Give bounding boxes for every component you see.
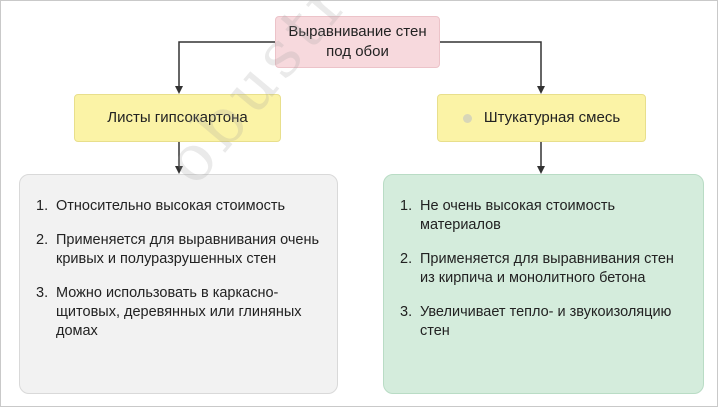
list-item: 2. Применяется для выравнивания очень кр… xyxy=(36,231,321,269)
list-item: 2. Применяется для выравнивания стен из … xyxy=(400,250,687,288)
list-item-text: Не очень высокая стоимость материалов xyxy=(420,198,616,233)
list-item-number: 1. xyxy=(400,198,413,214)
drywall-list: 1. Относительно высокая стоимость 2. При… xyxy=(36,197,321,341)
list-item-number: 2. xyxy=(36,232,49,248)
list-item: 3. Можно использовать в каркасно-щитовых… xyxy=(36,284,321,341)
branch-plaster-label: Штукатурная смесь xyxy=(483,109,621,126)
list-item: 1. Не очень высокая стоимость материалов xyxy=(400,197,687,235)
list-item-number: 3. xyxy=(36,285,49,301)
branch-plaster-node: Штукатурная смесь xyxy=(437,94,646,142)
branch-drywall-label: Листы гипсокартона xyxy=(107,109,248,126)
list-item-text: Применяется для выравнивания очень кривы… xyxy=(56,232,320,267)
drywall-details-panel: 1. Относительно высокая стоимость 2. При… xyxy=(19,174,338,394)
connector-root-right xyxy=(440,41,542,87)
list-item-number: 3. xyxy=(400,304,413,320)
list-item-text: Относительно высокая стоимость xyxy=(56,198,286,214)
connector-root-left xyxy=(178,41,275,87)
arrowhead-left-head xyxy=(175,86,183,94)
list-item: 1. Относительно высокая стоимость xyxy=(36,197,321,216)
plaster-details-panel: 1. Не очень высокая стоимость материалов… xyxy=(383,174,704,394)
arrowhead-right-panel xyxy=(537,166,545,174)
root-label: Выравнивание стен под обои xyxy=(288,23,427,60)
list-item: 3. Увеличивает тепло- и звукоизоляцию ст… xyxy=(400,303,687,341)
arrowhead-left-panel xyxy=(175,166,183,174)
plaster-list: 1. Не очень высокая стоимость материалов… xyxy=(400,197,687,341)
arrowhead-right-head xyxy=(537,86,545,94)
list-item-text: Применяется для выравнивания стен из кир… xyxy=(420,251,674,286)
root-node: Выравнивание стен под обои xyxy=(275,16,440,68)
dot-icon xyxy=(462,113,472,123)
branch-drywall-node: Листы гипсокартона xyxy=(74,94,281,142)
list-item-text: Можно использовать в каркасно-щитовых, д… xyxy=(56,285,302,339)
list-item-number: 1. xyxy=(36,198,49,214)
list-item-text: Увеличивает тепло- и звукоизоляцию стен xyxy=(420,304,672,339)
list-item-number: 2. xyxy=(400,251,413,267)
